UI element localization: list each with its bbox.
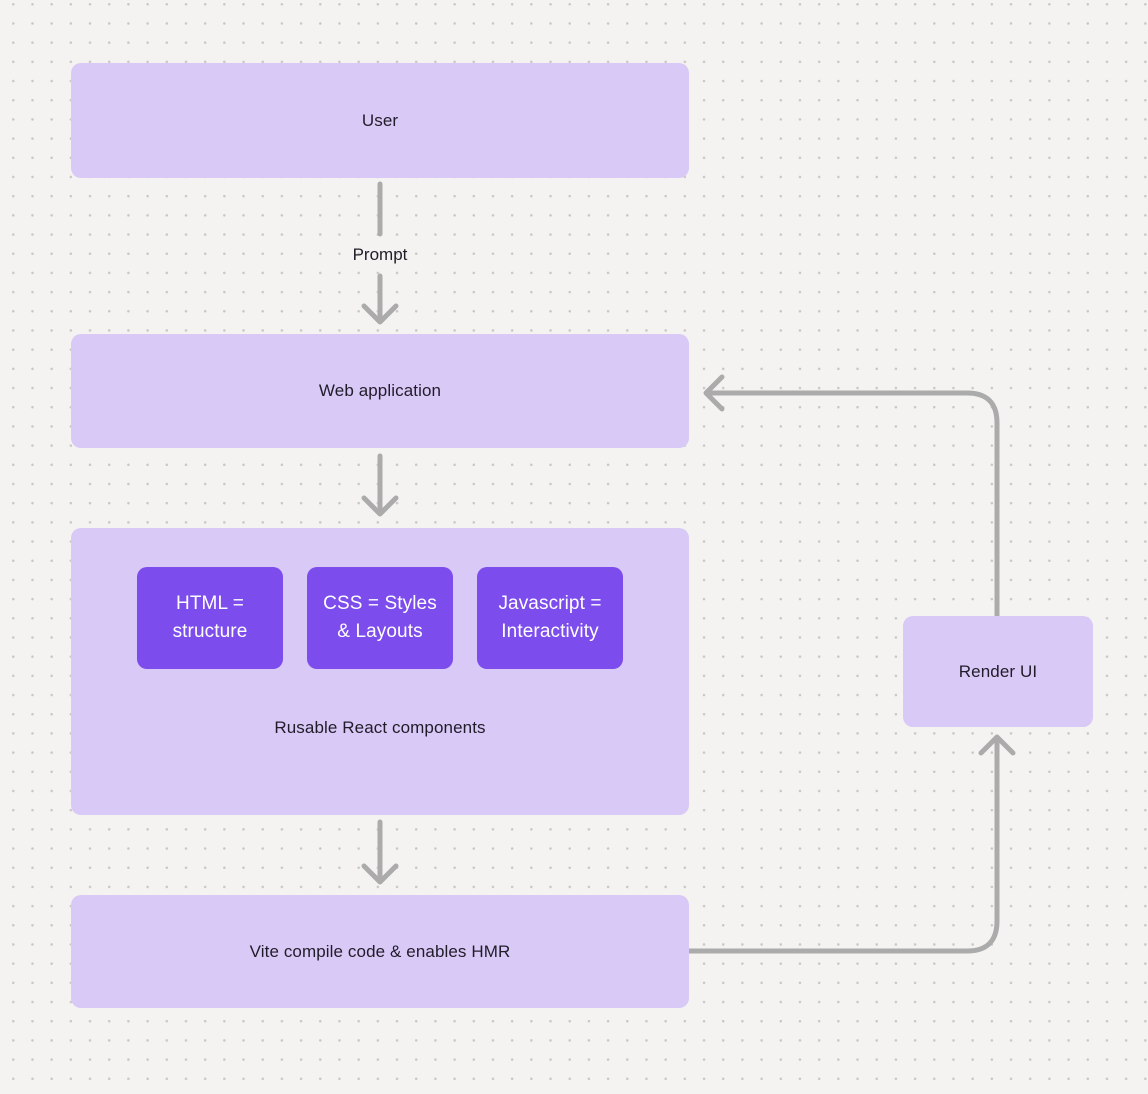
edge-renderui-to-webapp — [705, 390, 1000, 619]
arrowhead-up-renderui-icon — [978, 734, 1016, 756]
node-user: User — [71, 63, 689, 178]
chip-css: CSS = Styles & Layouts — [307, 567, 453, 669]
chip-css-label: CSS = Styles & Layouts — [323, 592, 437, 643]
group-react-components-label: Rusable React components — [274, 718, 486, 737]
node-vite-label: Vite compile code & enables HMR — [249, 941, 511, 961]
node-render-ui: Render UI — [903, 616, 1093, 727]
edge-vite-to-renderui — [686, 738, 1000, 954]
chip-html-label: HTML = structure — [172, 592, 248, 643]
node-render-ui-label: Render UI — [958, 661, 1038, 681]
node-vite: Vite compile code & enables HMR — [71, 895, 689, 1008]
edge-label-prompt: Prompt — [352, 245, 408, 264]
node-web-application-label: Web application — [318, 381, 442, 400]
arrowhead-left-webapp-icon — [703, 374, 725, 412]
chip-html: HTML = structure — [137, 567, 283, 669]
group-react-components: HTML = structure CSS = Styles & Layouts … — [71, 528, 689, 815]
chip-row: HTML = structure CSS = Styles & Layouts … — [137, 567, 623, 669]
chip-javascript: Javascript = Interactivity — [477, 567, 623, 669]
node-user-label: User — [361, 110, 399, 130]
arrowhead-down-vite-icon — [361, 863, 399, 885]
arrowhead-down-group-icon — [361, 495, 399, 517]
node-web-application: Web application — [71, 334, 689, 448]
arrowhead-down-webapp-icon — [361, 303, 399, 325]
chip-javascript-label: Javascript = Interactivity — [498, 592, 602, 643]
